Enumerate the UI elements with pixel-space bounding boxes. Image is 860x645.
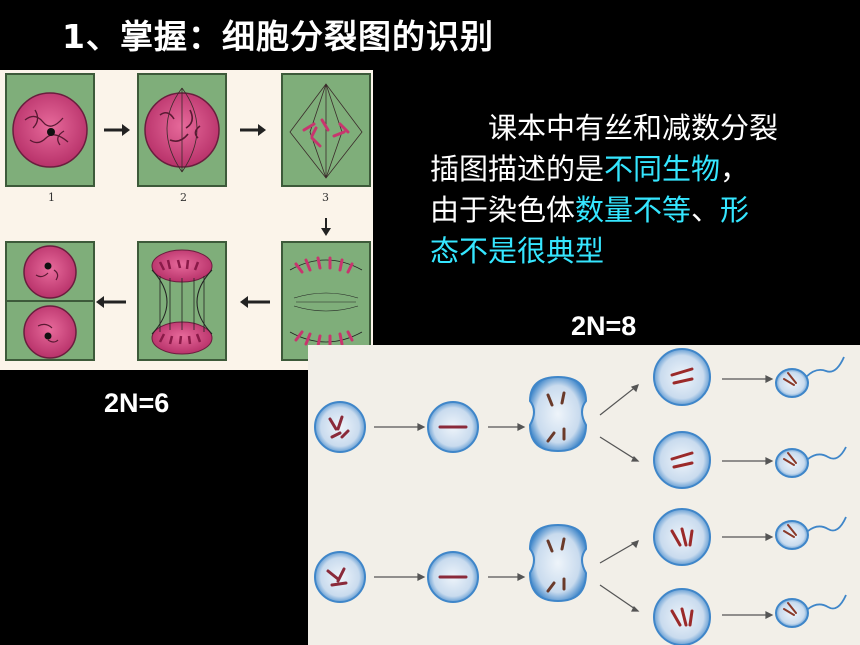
text-line-3-plain: 由于染色体 — [430, 193, 576, 227]
meiosis-cell — [653, 348, 711, 406]
mitosis-stage-2 — [137, 73, 227, 187]
mitosis-stage-3 — [281, 73, 371, 187]
text-line-2: 插图描述的是不同生物， — [430, 149, 840, 190]
mitosis-stage-1 — [5, 73, 95, 187]
highlight-different-organisms: 不同生物 — [604, 152, 721, 186]
meiosis-cell — [653, 588, 711, 645]
highlight-number-unequal: 数量不等 — [575, 193, 692, 227]
text-line-2-plain: 插图描述的是 — [430, 152, 605, 186]
text-line-1: 课本中有丝和减数分裂 — [430, 108, 840, 149]
meiosis-cell — [653, 431, 711, 489]
chromosome-label-left: 2N=6 — [104, 388, 170, 418]
chromosome-label-right: 2N=8 — [571, 311, 637, 341]
meiosis-cell — [653, 508, 711, 566]
mitosis-stage-5 — [137, 241, 227, 361]
arrow-icon — [240, 124, 266, 136]
arrow-down-icon — [321, 218, 331, 236]
meiosis-dividing-cell — [528, 523, 588, 603]
highlight-shape-atypical: 态不是很典型 — [430, 234, 605, 268]
text-line-3-mid: 、 — [691, 193, 721, 227]
meiosis-dividing-cell — [528, 375, 588, 453]
arrow-left-icon — [240, 296, 270, 308]
mitosis-stage-4 — [281, 241, 371, 361]
text-line-3: 由于染色体数量不等、形 — [430, 190, 840, 231]
text-line-2-end: ， — [720, 152, 750, 186]
arrow-icon — [104, 124, 130, 136]
text-line-4: 态不是很典型 — [430, 231, 840, 272]
explanation-text: 课本中有丝和减数分裂 插图描述的是不同生物， 由于染色体数量不等、形 态不是很典… — [430, 108, 840, 272]
highlight-shape-start: 形 — [720, 193, 750, 227]
slide-title: 1、掌握：细胞分裂图的识别 — [62, 17, 494, 56]
mitosis-figure: 1 2 3 — [0, 70, 373, 370]
stage-number-2: 2 — [180, 191, 187, 204]
meiosis-figure — [308, 345, 860, 645]
stage-number-3: 3 — [322, 191, 329, 204]
mitosis-stage-6 — [5, 241, 95, 361]
text-line-1-content: 课本中有丝和减数分裂 — [488, 111, 779, 145]
stage-number-1: 1 — [48, 191, 55, 204]
arrow-left-icon — [96, 296, 126, 308]
